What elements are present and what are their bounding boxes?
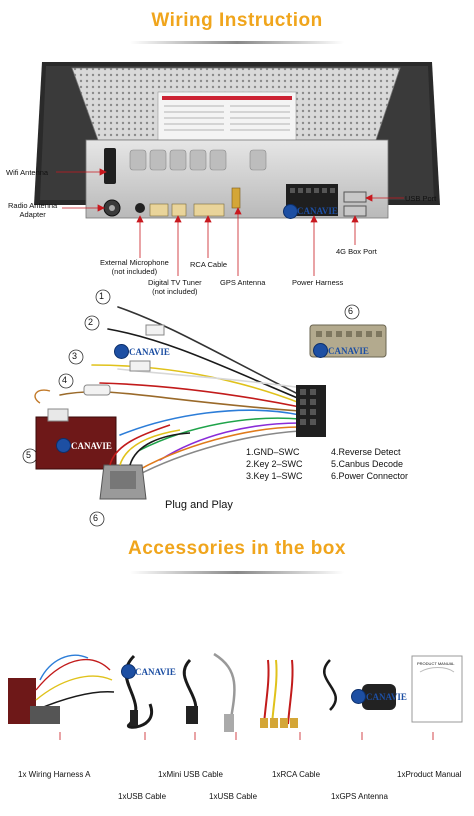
head-unit-rear-illustration: [34, 62, 440, 276]
accessory-usb-cable-2: 1xUSB Cable: [209, 792, 258, 801]
label-usb-port: USB Port: [405, 194, 437, 203]
wiring-instruction-title: Wiring Instruction: [151, 10, 323, 31]
accessories-divider: [130, 571, 344, 574]
label-radio-antenna-adapter: Radio Antenna Adapter: [8, 201, 58, 219]
harness-number-1: 1: [99, 291, 105, 301]
legend-item-3: 3.Key 1–SWC: [246, 471, 303, 481]
accessory-rca-cable: 1xRCA Cable: [272, 770, 321, 779]
accessory-gps-antenna: 1xGPS Antenna: [331, 792, 388, 801]
manual-cover-text: PRODUCT MANUAL: [417, 661, 455, 666]
legend-left: 1.GND–SWC 2.Key 2–SWC 3.Key 1–SWC: [246, 446, 303, 482]
brand-logo-icon-3: [56, 438, 71, 453]
harness-number-2: 2: [88, 317, 94, 327]
legend-item-4: 4.Reverse Detect: [331, 447, 401, 457]
brand-logo-icon: [283, 204, 298, 219]
harness-number-4: 4: [62, 375, 68, 385]
label-external-microphone: External Microphone (not included): [100, 258, 169, 276]
label-4g-box-port: 4G Box Port: [336, 247, 377, 256]
accessories-illustration: [8, 652, 463, 740]
legend-right: 4.Reverse Detect 5.Canbus Decode 6.Power…: [331, 446, 408, 482]
brand-logo-icon-2: [114, 344, 129, 359]
title-divider: [130, 41, 344, 44]
brand-watermark: CANAVIE: [297, 206, 338, 216]
accessories-title: Accessories in the box: [128, 538, 346, 559]
brand-watermark-4: CANAVIE: [328, 346, 369, 356]
label-gps-antenna: GPS Antenna: [220, 278, 266, 287]
plug-and-play-caption: Plug and Play: [165, 499, 233, 511]
label-power-harness: Power Harness: [292, 278, 344, 287]
accessory-wiring-harness-a: 1x Wiring Harness A: [18, 770, 91, 779]
brand-watermark-2: CANAVIE: [129, 347, 170, 357]
brand-logo-icon-4: [313, 343, 328, 358]
brand-watermark-3: CANAVIE: [71, 441, 112, 451]
harness-number-6-top: 6: [348, 306, 354, 316]
legend-item-5: 5.Canbus Decode: [331, 459, 404, 469]
harness-number-5: 5: [26, 450, 32, 460]
harness-number-3: 3: [72, 351, 78, 361]
accessory-product-manual: 1xProduct Manual: [397, 770, 462, 779]
brand-logo-icon-5: [121, 664, 136, 679]
accessory-mini-usb-cable: 1xMini USB Cable: [158, 770, 223, 779]
harness-number-6-bottom: 6: [93, 513, 99, 523]
legend-item-2: 2.Key 2–SWC: [246, 459, 303, 469]
label-wifi-antenna: Wifi Antenna: [6, 168, 49, 177]
brand-watermark-5: CANAVIE: [135, 667, 176, 677]
legend-item-6: 6.Power Connector: [331, 471, 409, 481]
brand-logo-icon-6: [351, 689, 366, 704]
legend-item-1: 1.GND–SWC: [246, 447, 300, 457]
wiring-harness-illustration: [22, 289, 387, 527]
label-rca-cable: RCA Cable: [190, 260, 228, 269]
accessory-usb-cable-1: 1xUSB Cable: [118, 792, 167, 801]
label-digital-tv-tuner: Digital TV Tuner (not included): [148, 278, 202, 296]
brand-watermark-6: CANAVIE: [366, 692, 407, 702]
